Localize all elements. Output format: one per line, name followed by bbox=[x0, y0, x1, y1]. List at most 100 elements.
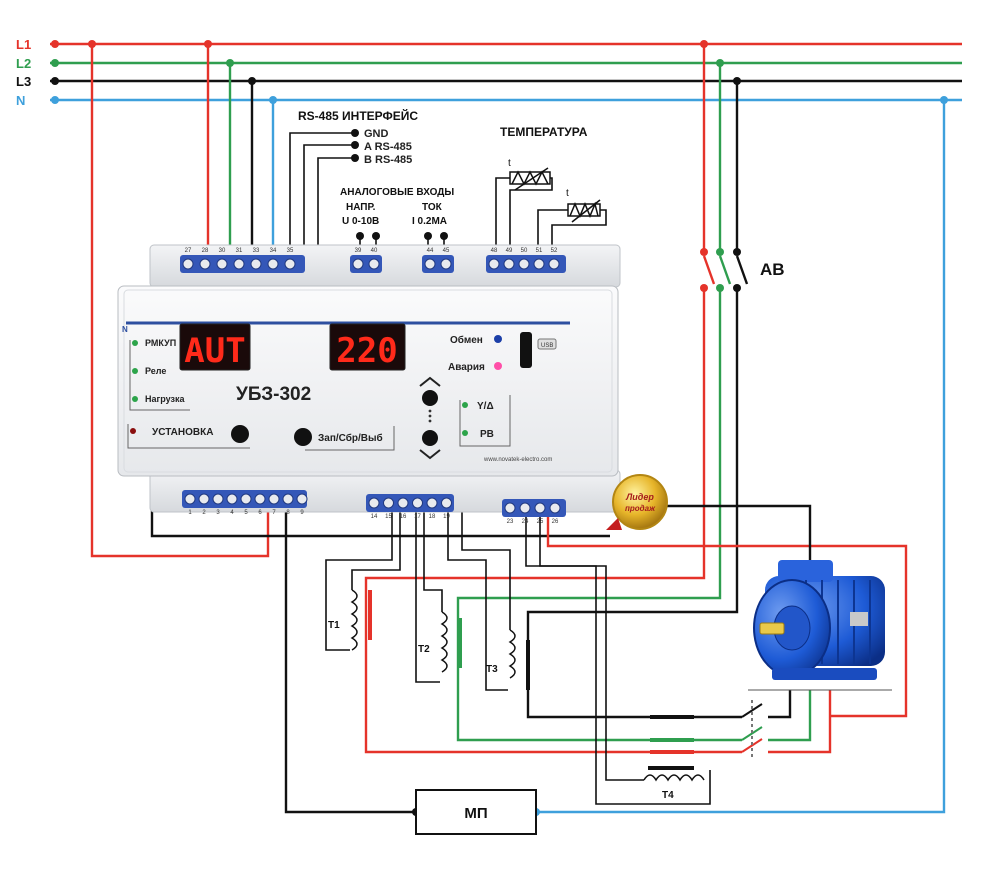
bestseller-badge: Лидер продаж bbox=[606, 474, 668, 530]
line-labels: L1 L2 L3 N bbox=[16, 37, 31, 108]
terminal-screw bbox=[534, 502, 546, 514]
analog-current-range: I 0.2МА bbox=[412, 216, 447, 227]
terminal-number: 51 bbox=[536, 248, 543, 254]
electric-motor-image bbox=[748, 560, 892, 691]
terminal-number: 25 bbox=[537, 519, 544, 525]
terminal-number: 9 bbox=[300, 510, 304, 516]
svg-text:Лидер: Лидер bbox=[625, 492, 654, 502]
display-left bbox=[179, 323, 251, 371]
terminal-screw bbox=[368, 258, 380, 270]
svg-text:N: N bbox=[122, 325, 128, 334]
terminal-number: 6 bbox=[258, 510, 262, 516]
terminal-number: 40 bbox=[371, 248, 378, 254]
analog-current-label: ТОК bbox=[422, 202, 443, 213]
terminal-number: 5 bbox=[244, 510, 248, 516]
write-button bbox=[294, 428, 312, 446]
terminal-number: 26 bbox=[552, 519, 559, 525]
svg-text:t: t bbox=[508, 158, 511, 169]
display-right-text: 220 bbox=[336, 331, 397, 371]
svg-text:Реле: Реле bbox=[145, 366, 166, 376]
svg-text:Y/Δ: Y/Δ bbox=[477, 401, 494, 412]
contactor-contacts bbox=[741, 700, 763, 760]
terminal-screw bbox=[352, 258, 364, 270]
terminal-screw bbox=[199, 258, 211, 270]
terminal-screw bbox=[441, 497, 452, 509]
terminal-number: 19 bbox=[443, 514, 450, 520]
terminal-number: 28 bbox=[202, 248, 209, 254]
thermistor-1: t bbox=[508, 158, 551, 191]
terminal-screw bbox=[284, 258, 296, 270]
navigation-keys bbox=[419, 376, 441, 460]
display-right bbox=[329, 323, 406, 371]
terminal-number: 31 bbox=[236, 248, 243, 254]
rs485-gnd: GND bbox=[364, 128, 389, 140]
terminal-screw bbox=[296, 493, 308, 505]
terminal-screw bbox=[426, 497, 438, 509]
terminal-screw bbox=[504, 502, 516, 514]
terminal-screw bbox=[250, 258, 262, 270]
terminal-number: 49 bbox=[506, 248, 513, 254]
ubz-302-device: N bbox=[117, 244, 621, 517]
terminal-screw bbox=[233, 258, 245, 270]
analog-voltage-range: U 0-10В bbox=[342, 216, 379, 227]
svg-text:РВ: РВ bbox=[480, 429, 494, 440]
current-transformer-t4: T4 bbox=[643, 766, 705, 801]
svg-text:t: t bbox=[566, 188, 569, 199]
usb-port: USB bbox=[520, 332, 557, 368]
rs485-b: B RS-485 bbox=[364, 154, 412, 166]
terminal-number: 34 bbox=[270, 248, 277, 254]
displays: AUT 220 bbox=[179, 323, 406, 371]
analog-voltage-label: НАПР. bbox=[346, 202, 376, 213]
terminal-number: 3 bbox=[216, 510, 220, 516]
label-l1: L1 bbox=[16, 37, 31, 52]
indicators-right: Обмен Авария Y/Δ РВ bbox=[448, 334, 511, 447]
arrow-down-icon bbox=[419, 449, 441, 460]
terminal-number: 2 bbox=[202, 510, 206, 516]
wires bbox=[50, 42, 962, 814]
terminal-number: 45 bbox=[443, 248, 450, 254]
terminal-screw bbox=[440, 258, 452, 270]
terminal-screw bbox=[488, 258, 500, 270]
setup-label: УСТАНОВКА bbox=[152, 427, 213, 438]
svg-text:Обмен: Обмен bbox=[450, 334, 483, 346]
terminal-number: 1 bbox=[188, 510, 192, 516]
display-left-text: AUT bbox=[184, 331, 245, 371]
current-transformer-t1: T1 bbox=[328, 589, 372, 651]
terminal-screw bbox=[267, 258, 279, 270]
terminal-number: 52 bbox=[551, 248, 558, 254]
terminal-screw bbox=[368, 497, 380, 509]
terminal-screw bbox=[198, 493, 210, 505]
terminal-screw bbox=[182, 258, 194, 270]
svg-text:USB: USB bbox=[541, 343, 553, 349]
terminal-screw bbox=[226, 493, 238, 505]
label-l2: L2 bbox=[16, 56, 31, 71]
indicators-left: РМКУП Реле Нагрузка bbox=[129, 338, 190, 411]
rs485-title: RS-485 ИНТЕРФЕЙС bbox=[298, 108, 418, 123]
terminal-number: 39 bbox=[355, 248, 362, 254]
terminal-number: 14 bbox=[371, 514, 378, 520]
terminal-screw bbox=[424, 258, 436, 270]
terminal-number: 27 bbox=[185, 248, 192, 254]
terminal-number: 8 bbox=[286, 510, 290, 516]
terminal-number: 15 bbox=[385, 514, 392, 520]
terminal-screw bbox=[212, 493, 224, 505]
svg-text:РМКУП: РМКУП bbox=[145, 338, 176, 348]
interface-labels: RS-485 ИНТЕРФЕЙС GND A RS-485 B RS-485 А… bbox=[298, 108, 588, 227]
analog-title: АНАЛОГОВЫЕ ВХОДЫ bbox=[340, 187, 454, 198]
setup-button-group: УСТАНОВКА bbox=[127, 424, 250, 449]
svg-text:T1: T1 bbox=[328, 620, 340, 631]
write-button-group: Зап/Сбр/Выб bbox=[294, 426, 395, 451]
terminal-number: 44 bbox=[427, 248, 434, 254]
terminal-number: 33 bbox=[253, 248, 260, 254]
terminal-screw bbox=[549, 502, 561, 514]
starter-label: МП bbox=[464, 805, 487, 822]
terminal-number: 17 bbox=[414, 514, 421, 520]
terminal-number: 35 bbox=[287, 248, 294, 254]
terminal-screw bbox=[519, 502, 531, 514]
temperature-title: ТЕМПЕРАТУРА bbox=[500, 125, 588, 139]
terminal-screw bbox=[184, 493, 196, 505]
svg-text:Нагрузка: Нагрузка bbox=[145, 394, 185, 404]
breaker-label: АВ bbox=[760, 260, 785, 279]
